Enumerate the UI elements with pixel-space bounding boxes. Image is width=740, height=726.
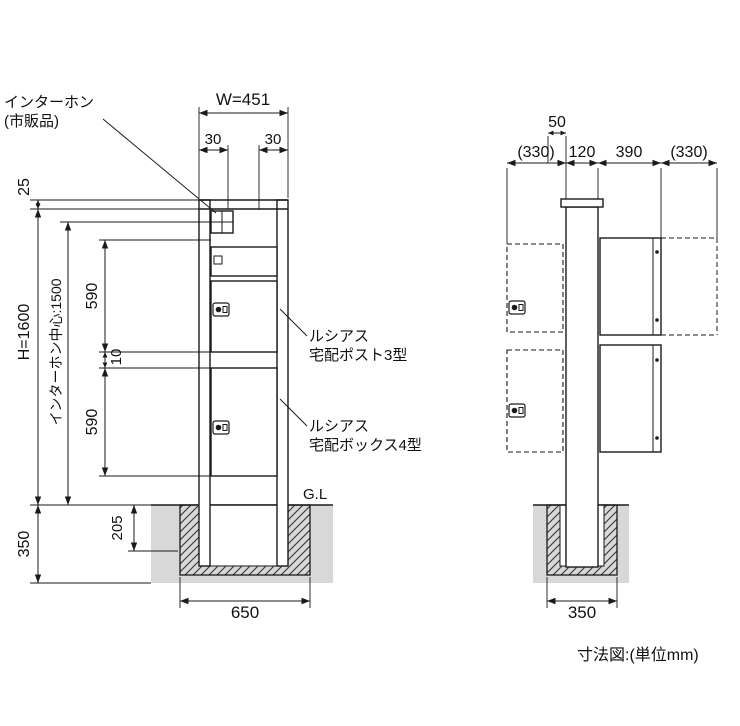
upper-swing-lock-icon <box>508 300 526 315</box>
front-right-post <box>276 199 289 567</box>
ground-level-label: G.L <box>303 486 327 503</box>
intercom-callout-line1: インターホン <box>4 94 94 111</box>
side-structure <box>560 198 662 568</box>
side-door-swing-rear <box>661 237 718 336</box>
side-dimension-lines <box>507 130 717 605</box>
front-post-pocket <box>209 504 278 567</box>
dim-side-foundation-width: 350 <box>568 603 596 622</box>
side-hinge-dots <box>655 250 659 440</box>
dim-upper-unit: 590 <box>84 283 101 310</box>
post3-slot-box <box>210 246 278 277</box>
dim-left-offset: 30 <box>205 131 222 148</box>
lower-box-side <box>599 344 662 453</box>
dim-overall-width: W=451 <box>216 90 270 109</box>
post3-callout-line1: ルシアス <box>309 328 369 345</box>
drawing-caption: 寸法図:(単位mm) <box>577 646 699 664</box>
front-view: インターホン (市販品) W=451 30 30 25 H=1600 インターホ… <box>4 90 422 622</box>
upper-box-side <box>599 237 662 336</box>
post3-lock-icon <box>212 302 230 317</box>
dim-overall-height: H=1600 <box>16 304 33 361</box>
dim-post-depth: 120 <box>569 144 596 161</box>
dim-right-offset: 30 <box>265 131 282 148</box>
dim-lower-unit: 590 <box>84 409 101 436</box>
dim-swing-rear: (330) <box>670 144 707 161</box>
side-view: 50 (330) 120 390 (330) 350 <box>506 114 718 622</box>
intercom-callout-line2: (市販品) <box>4 113 59 130</box>
dim-foundation-depth: 350 <box>16 531 33 558</box>
dim-cap-height: 25 <box>16 178 33 196</box>
front-left-post <box>198 199 211 567</box>
side-door-swings-front <box>506 243 564 453</box>
side-post <box>565 206 599 568</box>
dim-embed-depth: 205 <box>109 515 126 540</box>
dim-clearance: 50 <box>548 114 566 131</box>
dim-box-depth: 390 <box>616 144 643 161</box>
box4-callout-line2: 宅配ボックス4型 <box>309 437 422 454</box>
side-post-cap <box>560 198 604 208</box>
front-foundation <box>151 504 333 583</box>
intercom-unit <box>210 210 234 234</box>
front-leader-lines <box>102 118 308 427</box>
front-dimension-lines <box>34 109 310 605</box>
dim-foundation-width: 650 <box>231 603 259 622</box>
side-extension-lines <box>506 136 718 608</box>
dim-intercom-center: インターホン中心:1500 <box>48 278 64 425</box>
lower-swing-lock-icon <box>508 403 526 418</box>
lower-door-swing <box>506 349 564 453</box>
post3-callout-line2: 宅配ポスト3型 <box>309 347 407 364</box>
box4-callout-line1: ルシアス <box>309 418 369 435</box>
dim-swing-front: (330) <box>517 144 554 161</box>
box4-lock-icon <box>212 420 230 435</box>
upper-door-swing <box>506 243 564 333</box>
dim-unit-gap: 10 <box>108 349 125 366</box>
